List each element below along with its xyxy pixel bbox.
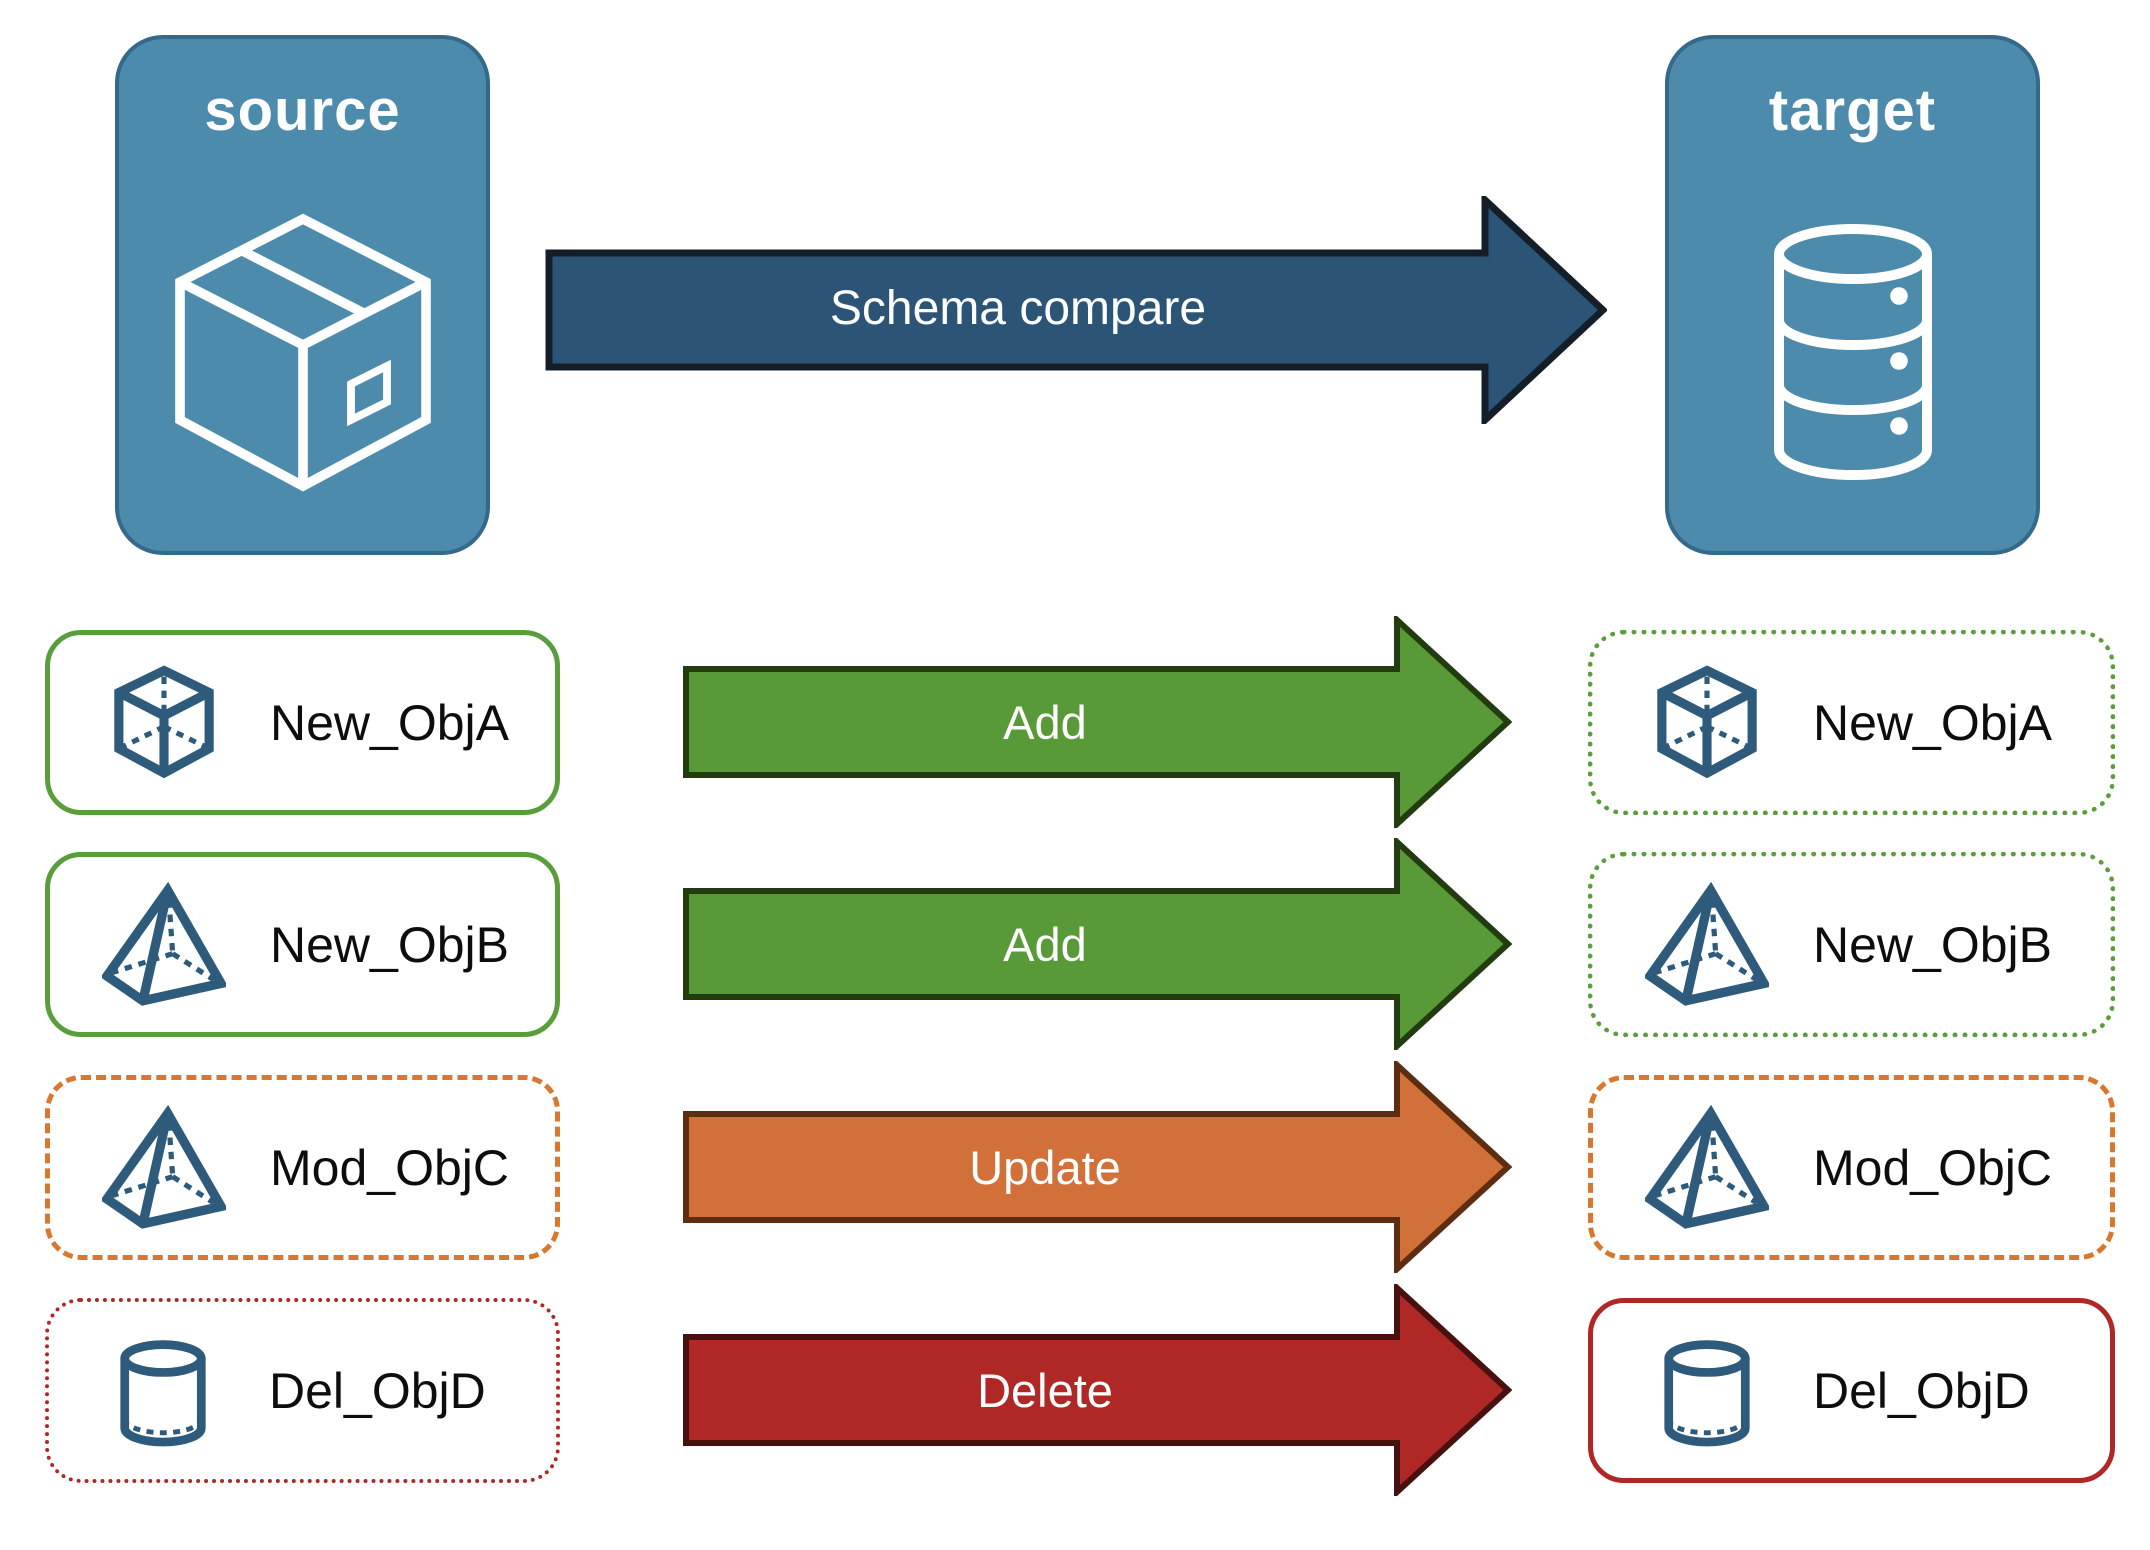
object-label: Mod_ObjC [270, 1139, 509, 1196]
action-label: Delete [977, 1363, 1113, 1417]
target-object-card: Mod_ObjC [1588, 1075, 2115, 1260]
action-label: Add [1003, 695, 1087, 749]
object-label: New_ObjB [1813, 916, 2052, 973]
cube-icon [102, 661, 226, 785]
cube-icon [1645, 661, 1769, 785]
pyramid-icon [1645, 881, 1769, 1007]
source-title: source [204, 78, 401, 143]
schema-compare-label: Schema compare [829, 281, 1207, 335]
target-object-card: New_ObjA [1588, 630, 2115, 815]
target-object-card: New_ObjB [1588, 852, 2115, 1037]
object-label: New_ObjA [270, 694, 509, 751]
source-object-card: New_ObjB [45, 852, 560, 1037]
action-label: Update [969, 1140, 1121, 1194]
target-object-card: Del_ObjD [1588, 1298, 2115, 1483]
update-arrow [683, 1061, 1512, 1273]
object-label: Del_ObjD [1813, 1362, 2030, 1419]
target-title: target [1768, 78, 1937, 143]
pyramid-icon [1645, 1104, 1769, 1230]
source-object-card: New_ObjA [45, 630, 560, 815]
source-object-card: Del_ObjD [45, 1298, 560, 1483]
object-label: New_ObjB [270, 916, 509, 973]
pyramid-icon [102, 881, 226, 1007]
source-node: source [115, 35, 490, 555]
delete-arrow [683, 1284, 1512, 1496]
object-label: Mod_ObjC [1813, 1139, 2052, 1196]
object-label: Del_ObjD [269, 1362, 486, 1419]
target-node: target [1665, 35, 2040, 555]
source-object-card: Mod_ObjC [45, 1075, 560, 1260]
database-icon [1753, 157, 1953, 551]
object-label: New_ObjA [1813, 694, 2052, 751]
cylinder-icon [1645, 1329, 1769, 1453]
add-arrow [683, 838, 1512, 1050]
package-icon [153, 157, 453, 551]
add-arrow [683, 616, 1512, 828]
schema-compare-arrow [545, 196, 1607, 424]
action-label: Add [1003, 917, 1087, 971]
pyramid-icon [102, 1104, 226, 1230]
cylinder-icon [101, 1329, 225, 1453]
